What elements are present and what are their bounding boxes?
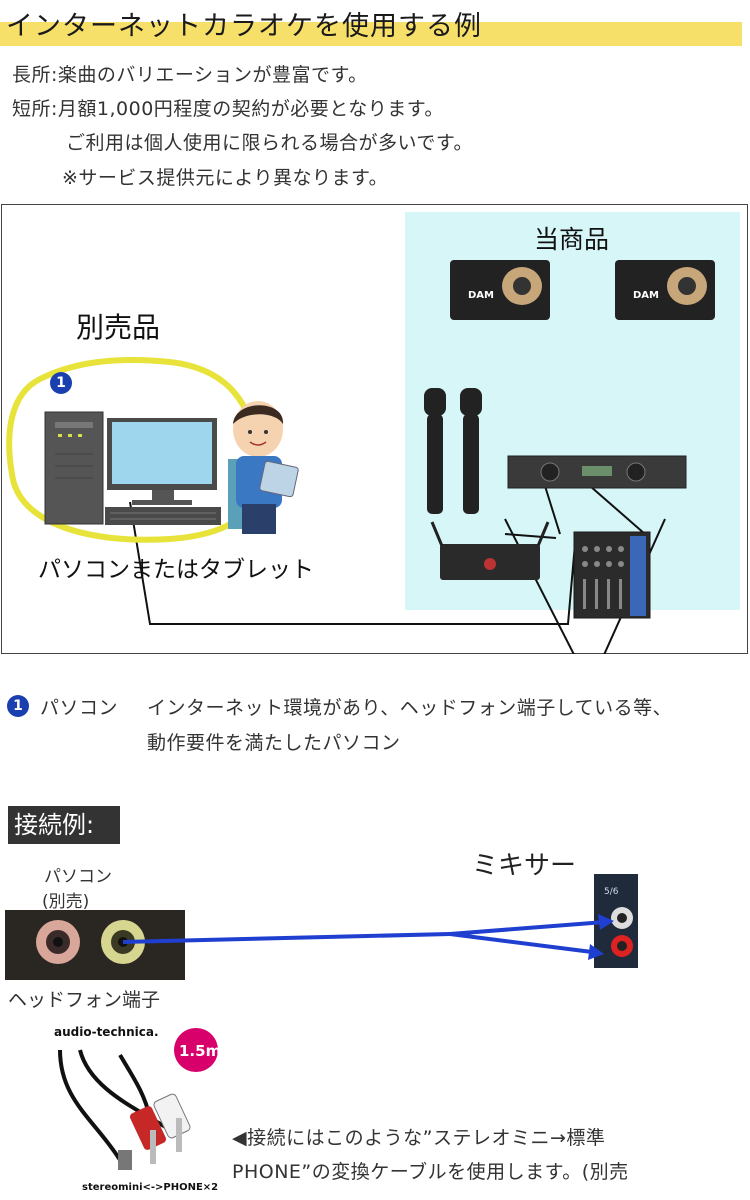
note-badge-icon: 1 — [7, 695, 29, 717]
demerit-note-2: ※サービス提供元により異なります。 — [62, 167, 389, 189]
diagram-drawing: DAM DAM — [6, 260, 715, 654]
connection-section-title: 接続例: — [8, 806, 120, 844]
cable-image: audio-technica. 1.5m stereomini<->PHONE×… — [54, 1025, 221, 1193]
demerit-note-1: ご利用は個人使用に限られる場合が多いです。 — [66, 132, 474, 154]
diagram-panel — [1, 204, 748, 654]
cable-brand-logo: audio-technica. — [54, 1025, 159, 1039]
headphone-jack-label: ヘッドフォン端子 — [8, 989, 161, 1011]
microphone-icon — [424, 388, 482, 514]
demerit-text: 短所:月額1,000円程度の契約が必要となります。 — [12, 98, 444, 120]
separate-item-label: 別売品 — [76, 311, 161, 344]
monitor-icon — [107, 418, 217, 505]
connection-drawing: 5/6 audio-technica. 1.5m stereomini<->PH… — [5, 874, 638, 1193]
pc-tower-icon — [44, 411, 104, 525]
cable-length-text: 1.5m — [179, 1042, 221, 1060]
pc-label: パソコン — [44, 867, 112, 887]
wireless-receiver-icon — [430, 521, 550, 580]
speaker-right-logo: DAM — [633, 290, 659, 301]
mixer-label: ミキサー — [472, 851, 577, 881]
product-label: 当商品 — [534, 225, 610, 254]
mixer-icon — [573, 531, 651, 619]
note-desc-2: 動作要件を満たしたパソコン — [147, 732, 401, 754]
speaker-right-icon: DAM — [615, 260, 715, 320]
amplifier-icon — [507, 455, 687, 489]
page-title-bar: インターネットカラオケを使用する例 — [0, 0, 750, 48]
speaker-left-icon: DAM — [450, 260, 550, 320]
cable-note-2: PHONE”の変換ケーブルを使用します。(別売 — [232, 1161, 629, 1183]
pc-sold-separately-label: (別売) — [42, 892, 90, 912]
cable-length-badge — [174, 1028, 218, 1072]
connection-arrows — [122, 914, 614, 960]
headphone-jack-photo — [5, 910, 185, 980]
person-with-tablet-icon — [228, 401, 299, 534]
page-title: インターネットカラオケを使用する例 — [6, 11, 482, 42]
mixer-channel-label: 5/6 — [604, 887, 619, 897]
cable-caption: stereomini<->PHONE×2 — [82, 1182, 218, 1193]
cable-note-1: ◀接続にはこのような”ステレオミニ→標準 — [232, 1127, 606, 1149]
speaker-left-logo: DAM — [468, 290, 494, 301]
note-term: パソコン — [40, 697, 119, 719]
badge-1-icon: 1 — [50, 372, 72, 394]
note-desc-1: インターネット環境があり、ヘッドフォン端子している等、 — [147, 697, 673, 719]
title-highlight — [0, 22, 742, 46]
keyboard-icon — [105, 507, 221, 525]
merit-text: 長所:楽曲のバリエーションが豊富です。 — [12, 64, 368, 86]
pc-caption: パソコンまたはタブレット — [38, 557, 314, 583]
